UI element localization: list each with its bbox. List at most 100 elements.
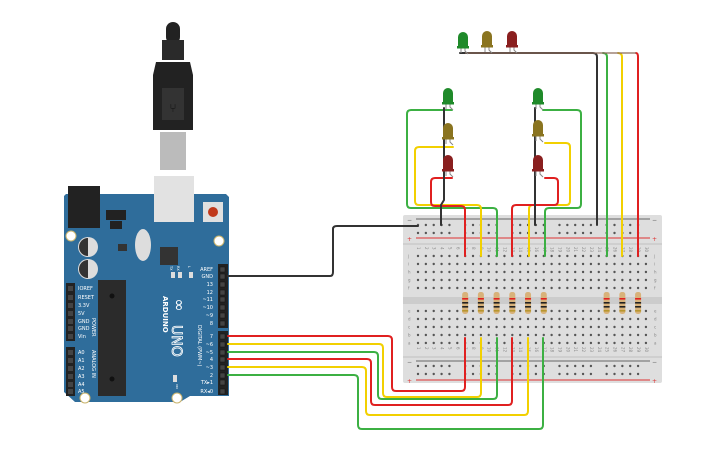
breadboard-hole[interactable] <box>558 317 561 321</box>
breadboard-hole[interactable] <box>463 278 467 282</box>
rail-hole[interactable] <box>471 231 475 235</box>
rail-hole[interactable] <box>448 364 451 368</box>
rail-hole[interactable] <box>487 364 490 368</box>
breadboard-hole[interactable] <box>518 262 522 266</box>
breadboard-hole[interactable] <box>432 325 435 329</box>
breadboard-hole[interactable] <box>566 254 569 258</box>
breadboard-hole[interactable] <box>550 333 553 337</box>
breadboard-hole[interactable] <box>613 270 616 274</box>
breadboard-hole[interactable] <box>613 309 616 313</box>
breadboard-hole[interactable] <box>542 317 545 321</box>
header-pin[interactable] <box>68 311 73 316</box>
rail-hole[interactable] <box>574 223 577 227</box>
breadboard-hole[interactable] <box>629 333 632 337</box>
breadboard-hole[interactable] <box>613 341 616 345</box>
breadboard-hole[interactable] <box>503 325 506 329</box>
breadboard-hole[interactable] <box>424 278 428 282</box>
breadboard-hole[interactable] <box>542 325 545 329</box>
breadboard-hole[interactable] <box>479 317 483 321</box>
rail-hole[interactable] <box>589 372 593 376</box>
breadboard-hole[interactable] <box>621 278 624 282</box>
breadboard-hole[interactable] <box>416 333 420 337</box>
breadboard-hole[interactable] <box>479 262 483 266</box>
wires[interactable] <box>227 52 639 430</box>
breadboard-hole[interactable] <box>511 333 514 337</box>
breadboard-hole[interactable] <box>613 317 616 321</box>
breadboard-hole[interactable] <box>463 317 467 321</box>
breadboard-hole[interactable] <box>597 270 600 274</box>
breadboard-hole[interactable] <box>621 333 624 337</box>
breadboard-hole[interactable] <box>629 325 632 329</box>
breadboard-hole[interactable] <box>613 286 616 290</box>
resistor[interactable] <box>619 292 626 314</box>
breadboard-hole[interactable] <box>534 278 538 282</box>
breadboard-hole[interactable] <box>534 333 538 337</box>
breadboard-hole[interactable] <box>558 333 561 337</box>
breadboard-hole[interactable] <box>511 278 514 282</box>
breadboard-hole[interactable] <box>534 270 538 274</box>
breadboard-hole[interactable] <box>432 286 435 290</box>
header-pin[interactable] <box>219 266 226 273</box>
breadboard-hole[interactable] <box>424 286 428 290</box>
rail-hole[interactable] <box>416 372 420 376</box>
breadboard-hole[interactable] <box>644 309 648 313</box>
resistor[interactable] <box>525 292 532 314</box>
breadboard-hole[interactable] <box>526 262 530 266</box>
breadboard-hole[interactable] <box>597 317 600 321</box>
breadboard-hole[interactable] <box>574 333 577 337</box>
breadboard-hole[interactable] <box>463 286 467 290</box>
header-pin[interactable] <box>68 350 73 355</box>
rail-hole[interactable] <box>487 372 490 376</box>
breadboard-hole[interactable] <box>558 262 561 266</box>
breadboard-hole[interactable] <box>432 278 435 282</box>
rail-hole[interactable] <box>487 231 490 235</box>
breadboard-hole[interactable] <box>479 286 483 290</box>
breadboard-hole[interactable] <box>566 341 569 345</box>
breadboard-hole[interactable] <box>456 270 459 274</box>
breadboard-hole[interactable] <box>518 309 522 313</box>
resistor[interactable] <box>540 292 547 314</box>
rail-hole[interactable] <box>566 372 569 376</box>
rail-hole[interactable] <box>581 372 585 376</box>
breadboard-hole[interactable] <box>424 325 428 329</box>
rail-hole[interactable] <box>589 364 593 368</box>
breadboard-hole[interactable] <box>605 278 608 282</box>
breadboard-hole[interactable] <box>487 325 490 329</box>
breadboard-hole[interactable] <box>542 270 545 274</box>
breadboard-hole[interactable] <box>416 254 420 258</box>
rail-hole[interactable] <box>558 231 561 235</box>
breadboard-hole[interactable] <box>581 286 585 290</box>
breadboard-hole[interactable] <box>558 325 561 329</box>
header-pin[interactable] <box>68 358 73 363</box>
breadboard-hole[interactable] <box>558 254 561 258</box>
breadboard-hole[interactable] <box>621 270 624 274</box>
breadboard-hole[interactable] <box>448 270 451 274</box>
rail-hole[interactable] <box>558 372 561 376</box>
breadboard-hole[interactable] <box>589 317 593 321</box>
rail-hole[interactable] <box>566 364 569 368</box>
breadboard-hole[interactable] <box>605 333 608 337</box>
header-pin[interactable] <box>219 320 226 327</box>
breadboard-hole[interactable] <box>487 262 490 266</box>
breadboard-hole[interactable] <box>440 333 443 337</box>
breadboard-hole[interactable] <box>636 341 640 345</box>
breadboard-hole[interactable] <box>456 309 459 313</box>
breadboard-hole[interactable] <box>613 254 616 258</box>
breadboard-hole[interactable] <box>526 270 530 274</box>
breadboard-hole[interactable] <box>644 341 648 345</box>
breadboard-hole[interactable] <box>518 317 522 321</box>
breadboard-hole[interactable] <box>463 262 467 266</box>
breadboard-hole[interactable] <box>487 333 490 337</box>
breadboard-hole[interactable] <box>518 278 522 282</box>
breadboard-hole[interactable] <box>471 286 475 290</box>
breadboard-hole[interactable] <box>534 286 538 290</box>
breadboard-hole[interactable] <box>518 286 522 290</box>
rail-hole[interactable] <box>432 364 435 368</box>
breadboard-hole[interactable] <box>581 270 585 274</box>
breadboard-hole[interactable] <box>511 286 514 290</box>
header-pin[interactable] <box>219 388 226 395</box>
rail-hole[interactable] <box>581 364 585 368</box>
breadboard-hole[interactable] <box>581 317 585 321</box>
breadboard-hole[interactable] <box>511 262 514 266</box>
